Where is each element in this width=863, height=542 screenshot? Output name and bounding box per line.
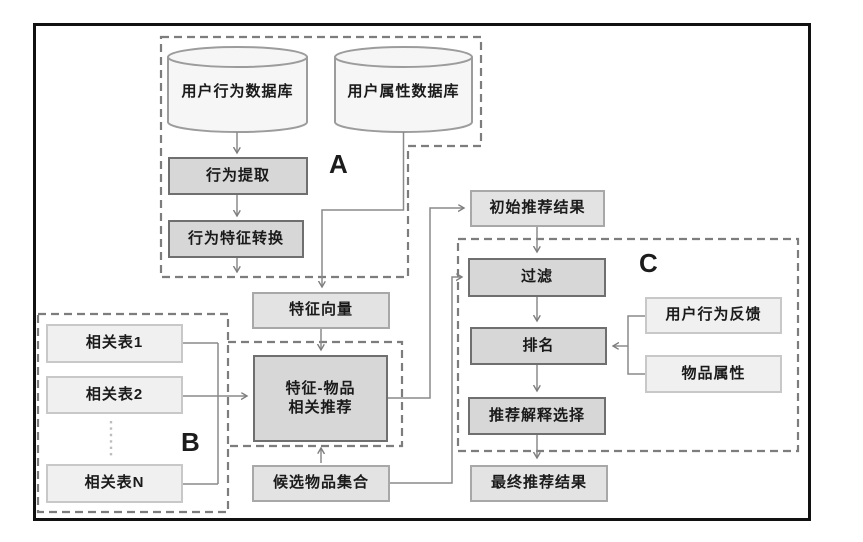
node-feature-item-recommend-line1: 特征-物品 <box>285 379 356 397</box>
group-c-outline <box>456 237 800 453</box>
node-ranking: 排名 <box>470 327 607 365</box>
node-related-table-2: 相关表2 <box>46 376 183 414</box>
edge-db2-to-feature-vector <box>322 132 405 287</box>
database-cylinder-user-behavior <box>167 46 308 133</box>
database-cylinder-user-attribute <box>334 46 473 133</box>
node-explanation-selection: 推荐解释选择 <box>468 397 606 435</box>
node-initial-result: 初始推荐结果 <box>470 190 605 227</box>
node-user-behavior-db-label: 用户行为数据库 <box>181 82 294 100</box>
node-behavior-feature-conversion: 行为特征转换 <box>168 220 304 258</box>
group-c-label: C <box>639 248 658 278</box>
edge-engine-to-initial-result <box>388 208 464 399</box>
node-user-attribute-db-label: 用户属性数据库 <box>347 82 460 100</box>
group-a-outline <box>159 35 483 279</box>
node-related-table-n: 相关表N <box>46 464 183 503</box>
node-candidate-item-set: 候选物品集合 <box>252 465 390 502</box>
group-b-outline <box>36 312 230 514</box>
node-feature-vector: 特征向量 <box>252 292 390 329</box>
edge-feedback-bracket <box>627 315 645 375</box>
group-engine-outline <box>228 340 404 448</box>
node-item-attribute: 物品属性 <box>645 355 782 393</box>
group-a-label: A <box>329 149 348 179</box>
edge-candidates-to-filter <box>390 277 462 484</box>
node-user-behavior-feedback: 用户行为反馈 <box>645 297 782 334</box>
node-behavior-extraction: 行为提取 <box>168 157 308 195</box>
group-b-label: B <box>181 427 200 457</box>
node-final-result: 最终推荐结果 <box>470 465 608 502</box>
node-related-table-1: 相关表1 <box>46 324 183 363</box>
node-filter: 过滤 <box>468 258 606 297</box>
node-feature-item-recommend: 特征-物品 相关推荐 <box>253 355 388 442</box>
node-feature-item-recommend-line2: 相关推荐 <box>288 398 353 416</box>
